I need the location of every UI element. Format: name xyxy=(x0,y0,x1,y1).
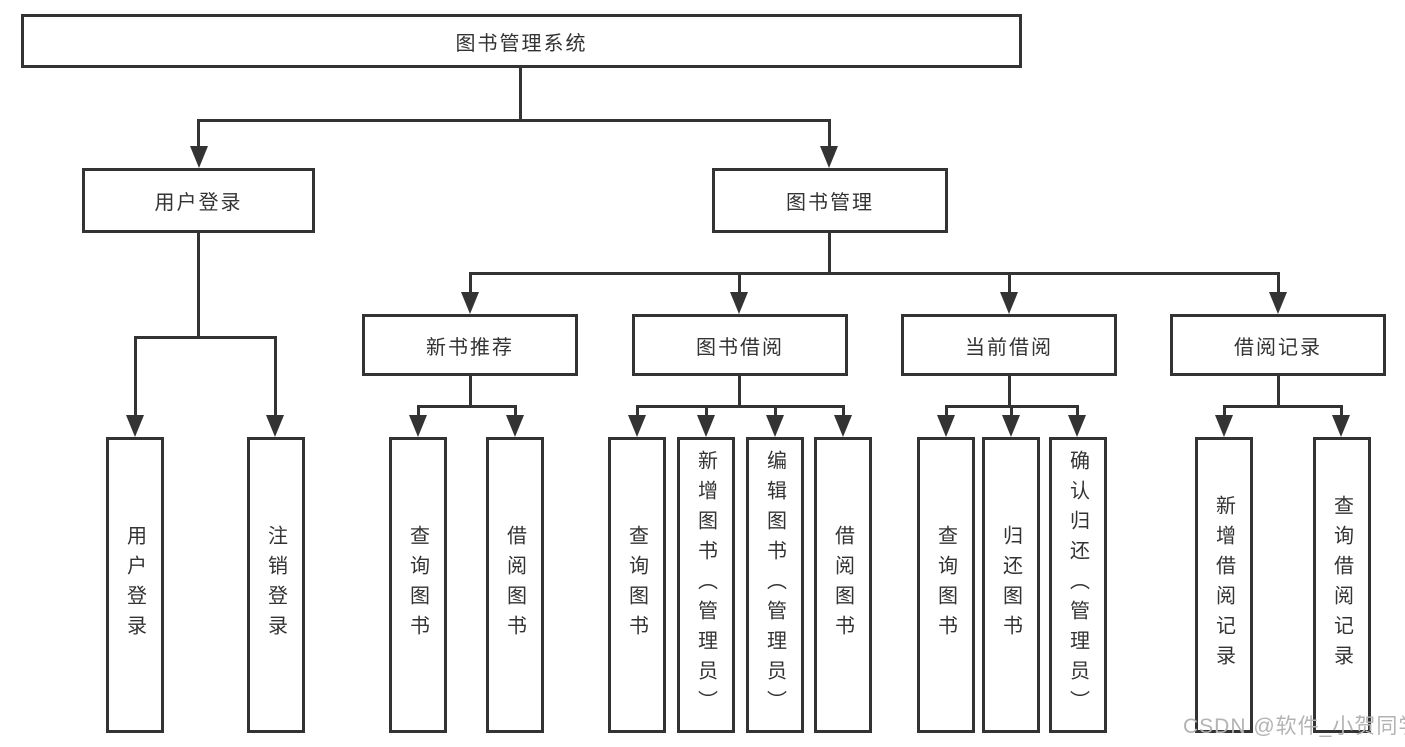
connector-line xyxy=(945,405,948,417)
connector-line xyxy=(1008,272,1011,294)
connector-line xyxy=(134,336,137,416)
arrow-down-icon xyxy=(1068,415,1086,437)
arrow-down-icon xyxy=(126,415,144,437)
leaf-node-edit-books-admin: 编辑图书（管理员） xyxy=(746,437,804,733)
arrow-down-icon xyxy=(506,415,524,437)
connector-line xyxy=(636,405,845,408)
leaf-node-confirm-return-admin: 确认归还（管理员） xyxy=(1049,437,1107,733)
arrow-down-icon xyxy=(190,146,208,168)
leaf-node-logout: 注销登录 xyxy=(247,437,305,733)
leaf-node-query-borrow-record: 查询借阅记录 xyxy=(1313,437,1371,733)
arrow-down-icon xyxy=(1269,292,1287,314)
arrow-down-icon xyxy=(461,292,479,314)
connector-line xyxy=(1277,376,1280,407)
connector-line xyxy=(1277,272,1280,294)
connector-line xyxy=(1223,405,1343,408)
connector-line xyxy=(1010,405,1013,417)
connector-line xyxy=(774,405,777,417)
connector-line xyxy=(197,233,200,336)
leaf-node-add-borrow-record: 新增借阅记录 xyxy=(1195,437,1253,733)
connector-line xyxy=(1008,376,1011,407)
connector-line xyxy=(469,376,472,407)
node-book-management: 图书管理 xyxy=(712,168,948,233)
leaf-node-user-login: 用户登录 xyxy=(106,437,164,733)
connector-line xyxy=(1340,405,1343,417)
connector-line xyxy=(197,119,200,147)
leaf-node-return-books: 归还图书 xyxy=(982,437,1040,733)
watermark: CSDN @软件_小贺同学 xyxy=(1183,715,1405,738)
connector-line xyxy=(738,376,741,407)
connector-line xyxy=(197,119,831,122)
node-current-borrow: 当前借阅 xyxy=(901,314,1117,376)
arrow-down-icon xyxy=(766,415,784,437)
connector-line xyxy=(134,336,277,339)
connector-line xyxy=(417,405,517,408)
node-library-system: 图书管理系统 xyxy=(21,14,1022,68)
arrow-down-icon xyxy=(628,415,646,437)
connector-line xyxy=(1223,405,1226,417)
arrow-down-icon xyxy=(697,415,715,437)
connector-line xyxy=(514,405,517,417)
arrow-down-icon xyxy=(1002,415,1020,437)
arrow-down-icon xyxy=(266,415,284,437)
connector-line xyxy=(1076,405,1079,417)
arrow-down-icon xyxy=(1215,415,1233,437)
connector-line xyxy=(469,272,472,294)
node-user-login: 用户登录 xyxy=(82,168,315,233)
leaf-node-borrow-books: 借阅图书 xyxy=(486,437,544,733)
arrow-down-icon xyxy=(937,415,955,437)
arrow-down-icon xyxy=(820,146,838,168)
node-new-book-recommend: 新书推荐 xyxy=(362,314,578,376)
leaf-node-query-books: 查询图书 xyxy=(608,437,666,733)
connector-line xyxy=(705,405,708,417)
connector-line xyxy=(274,336,277,416)
connector-line xyxy=(469,272,1280,275)
node-book-borrow: 图书借阅 xyxy=(632,314,848,376)
arrow-down-icon xyxy=(730,292,748,314)
connector-line xyxy=(519,68,522,119)
connector-line xyxy=(636,405,639,417)
leaf-node-query-books: 查询图书 xyxy=(389,437,447,733)
arrow-down-icon xyxy=(834,415,852,437)
arrow-down-icon xyxy=(409,415,427,437)
connector-line xyxy=(828,233,831,274)
leaf-node-borrow-books: 借阅图书 xyxy=(814,437,872,733)
connector-line xyxy=(842,405,845,417)
arrow-down-icon xyxy=(1000,292,1018,314)
node-borrow-records: 借阅记录 xyxy=(1170,314,1386,376)
leaf-node-query-books: 查询图书 xyxy=(917,437,975,733)
connector-line xyxy=(828,119,831,147)
connector-line xyxy=(738,272,741,294)
leaf-node-add-books-admin: 新增图书（管理员） xyxy=(677,437,735,733)
connector-line xyxy=(417,405,420,417)
arrow-down-icon xyxy=(1332,415,1350,437)
